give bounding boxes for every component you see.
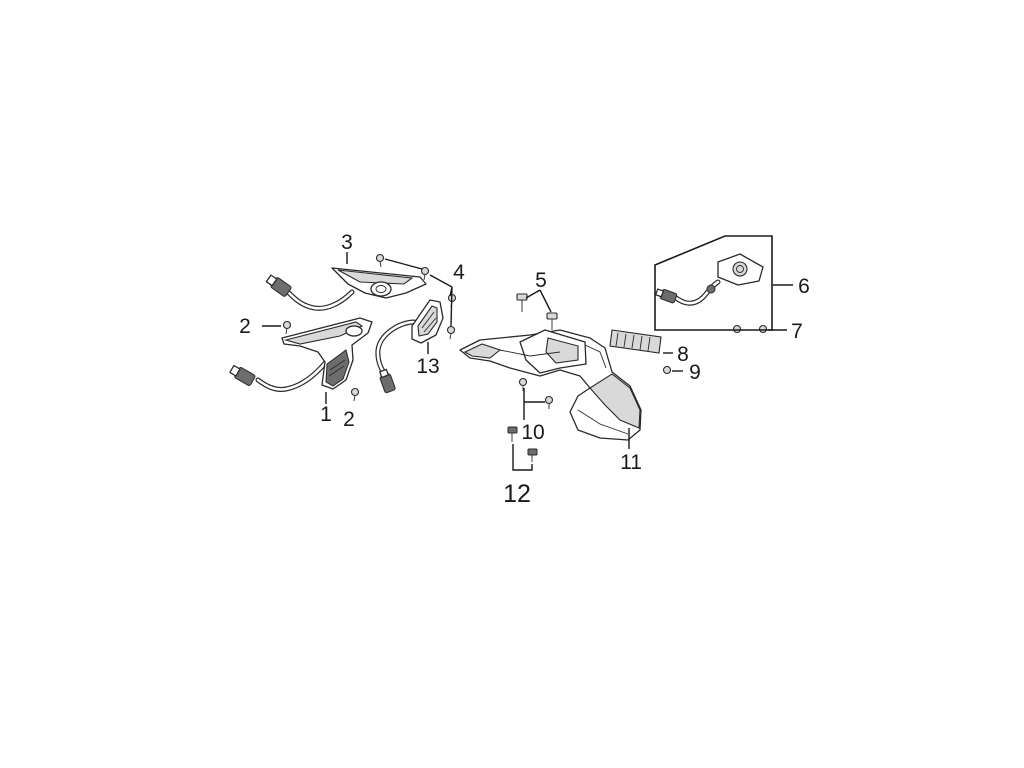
callout-2-lower: 2 — [343, 408, 355, 431]
rear-signal-wire — [375, 319, 417, 379]
nut-icon — [732, 324, 742, 334]
leader-lines — [262, 252, 793, 471]
rear-fender-body — [459, 329, 642, 441]
upper-turn-signal-assembly — [265, 267, 427, 311]
license-light-connector — [655, 288, 678, 304]
bolt-icon — [527, 448, 538, 462]
rear-fender-underside — [589, 373, 641, 429]
bolt-icon — [507, 426, 518, 442]
rear-signal-connector — [379, 368, 396, 394]
callout-9: 9 — [689, 361, 701, 384]
callout-10: 10 — [521, 421, 544, 444]
nut-icon — [662, 365, 672, 375]
callout-7: 7 — [791, 320, 803, 343]
upper-signal-connector — [265, 274, 292, 297]
screw-icon — [518, 377, 528, 391]
part-6-frame — [654, 235, 773, 331]
callout-3: 3 — [341, 231, 353, 254]
lower-turn-signal-assembly — [229, 317, 373, 392]
lower-signal-socket — [345, 325, 363, 337]
callout-8: 8 — [677, 343, 689, 366]
callout-11: 11 — [620, 451, 642, 474]
callout-13: 13 — [416, 355, 439, 378]
rear-signal-assembly — [375, 299, 444, 394]
bolt-icon — [546, 312, 558, 330]
callout-12: 12 — [503, 480, 531, 508]
rear-fender — [459, 329, 642, 441]
callout-labels: 3 4 5 6 2 7 8 9 13 1 2 10 11 12 — [239, 231, 810, 508]
lower-signal-lens — [325, 349, 350, 387]
nut-icon — [758, 324, 768, 334]
callout-6: 6 — [798, 275, 810, 298]
screw-icon — [350, 387, 360, 402]
screw-icon — [420, 266, 430, 281]
upper-signal-lens — [370, 281, 392, 297]
upper-signal-bracket — [337, 269, 414, 285]
lower-signal-connector — [229, 364, 256, 386]
license-plate-light-assembly — [654, 235, 773, 331]
callout-2-upper: 2 — [239, 315, 251, 338]
reflector — [609, 329, 662, 354]
callout-5: 5 — [535, 269, 547, 292]
callout-1: 1 — [320, 403, 332, 426]
screw-icon — [446, 325, 456, 340]
screw-icon — [282, 320, 292, 335]
screw-icon — [544, 395, 554, 409]
screw-icon — [375, 253, 385, 268]
callout-4: 4 — [453, 261, 465, 284]
bolt-icon — [516, 293, 528, 312]
